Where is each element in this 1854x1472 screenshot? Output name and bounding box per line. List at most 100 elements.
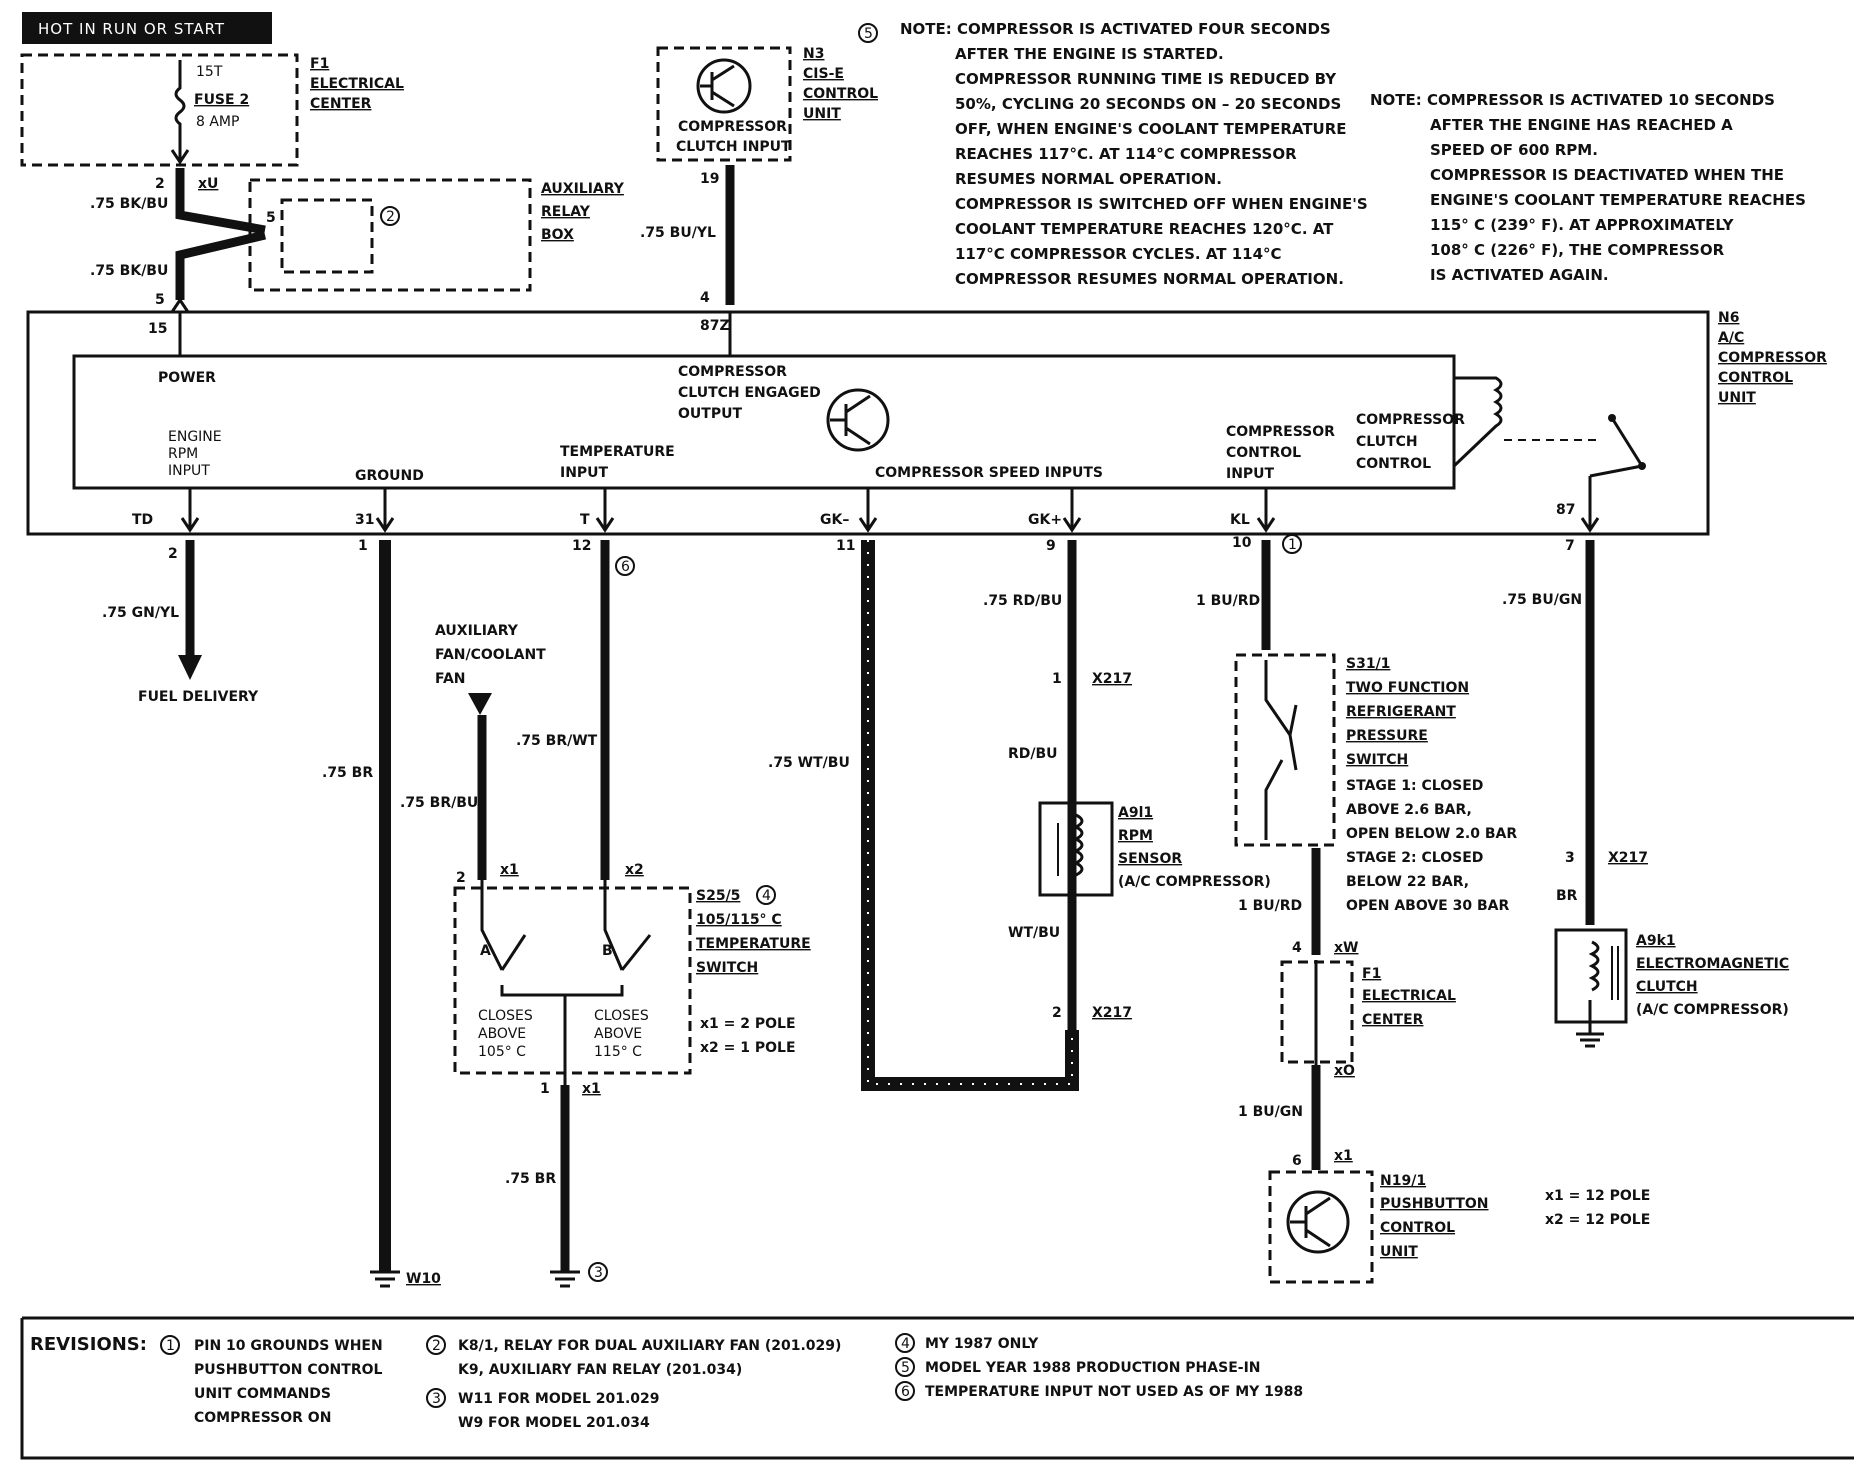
rev-ref-3-icon (426, 1388, 446, 1408)
temp-switch-blades-icon (500, 934, 652, 971)
fuse-box-name-1: ELECTRICAL (310, 76, 404, 92)
note5-line: 50%, CYCLING 20 SECONDS ON – 20 SECONDS (955, 95, 1341, 113)
rpm-input-3: INPUT (168, 463, 210, 479)
pin-5: 5 (155, 292, 165, 308)
temperature-switch: 2 x1 x2 A B CLOSES ABOVE 105° C CLOSES A… (453, 862, 811, 1097)
temp-switch-out-pin: 1 (540, 1081, 550, 1097)
pressure-switch-name-3: PRESSURE (1346, 728, 1428, 744)
clutch-coil-icon (1588, 940, 1600, 992)
pressure-switch-name-1: TWO FUNCTION (1346, 680, 1469, 696)
term-gk-minus: GK– (820, 512, 849, 528)
temp-input-2: INPUT (560, 465, 609, 481)
wire-label-br-wt: .75 BR/WT (516, 733, 598, 749)
rev-1-line: UNIT COMMANDS (194, 1386, 331, 1402)
wire-label-rd-bu-2: RD/BU (1008, 746, 1058, 762)
rev-3-line: W9 FOR MODEL 201.034 (458, 1415, 650, 1431)
contact-b: B (602, 943, 613, 959)
temp-switch-pin: 2 (456, 870, 466, 886)
relay-switch-icon (1610, 417, 1644, 467)
cis-label-2: CLUTCH INPUT (676, 139, 791, 155)
rpm-sensor: A9l1 RPM SENSOR (A/C COMPRESSOR) (1038, 801, 1271, 897)
cis-id: N3 (803, 46, 824, 62)
revisions-title: REVISIONS: (30, 1334, 147, 1355)
rev-5-ref: 5 (901, 1360, 910, 1376)
pressure-switch-id: S31/1 (1346, 656, 1390, 672)
ref-5-icon (858, 23, 878, 43)
fuse-box-name-2: CENTER (310, 96, 372, 112)
ctrl-input-3: INPUT (1226, 466, 1275, 482)
temp-input-1: TEMPERATURE (560, 444, 675, 460)
wire-bk-bu-1 (175, 168, 266, 235)
note-right-line: COMPRESSOR IS DEACTIVATED WHEN THE (1430, 166, 1784, 184)
ref-1-icon (1282, 534, 1302, 554)
cis-label-1: COMPRESSOR (678, 119, 787, 135)
pushbutton-con: x1 (1334, 1148, 1353, 1164)
wire-label-br-bu: .75 BR/BU (400, 795, 478, 811)
note5-line: COMPRESSOR IS SWITCHED OFF WHEN ENGINE'S (955, 195, 1368, 213)
cis-name-2: CONTROL (803, 86, 878, 102)
fuse-rating: 8 AMP (196, 114, 239, 130)
pressure-stage-6: OPEN ABOVE 30 BAR (1346, 898, 1509, 914)
temp-switch-name-3: SWITCH (696, 960, 758, 976)
term-t: T (580, 512, 590, 528)
rev-3-ref: 3 (432, 1391, 441, 1407)
term-kl: KL (1230, 512, 1250, 528)
rev-3-line: W11 FOR MODEL 201.029 (458, 1391, 660, 1407)
ref-1: 1 (1288, 537, 1297, 553)
pin-10: 10 (1232, 535, 1252, 551)
note5-ref: 5 (864, 26, 873, 42)
speed-inputs-label: COMPRESSOR SPEED INPUTS (875, 465, 1103, 481)
rpm-sensor-name-1: RPM (1118, 828, 1153, 844)
fuel-delivery-label: FUEL DELIVERY (138, 689, 259, 705)
ground-w10: W10 (406, 1271, 441, 1287)
f1-lower-id: F1 (1362, 966, 1381, 982)
pressure-switch: S31/1 TWO FUNCTION REFRIGERANT PRESSURE … (1234, 653, 1517, 914)
f1-lower-name-2: CENTER (1362, 1012, 1424, 1028)
wire-label-bu-rd-2: 1 BU/RD (1238, 898, 1302, 914)
term-gk-plus: GK+ (1028, 512, 1062, 528)
note-5: 5 NOTE: COMPRESSOR IS ACTIVATED FOUR SEC… (858, 20, 1368, 288)
fuse-name: FUSE 2 (194, 92, 249, 108)
rev-ref-6-icon (895, 1381, 915, 1401)
ref-6: 6 (621, 559, 630, 575)
fuse-pin: 2 (155, 176, 165, 192)
aux-relay-ref: 2 (386, 209, 395, 225)
temp-switch-out-con: x1 (582, 1081, 601, 1097)
cis-e-control-unit: COMPRESSOR CLUTCH INPUT N3 CIS-E CONTROL… (656, 46, 878, 162)
ref-4-icon (756, 885, 776, 905)
rev-6-ref: 6 (901, 1384, 910, 1400)
term-td: TD (132, 512, 153, 528)
f1-lower-con-top: xW (1334, 940, 1358, 956)
note5-line: AFTER THE ENGINE IS STARTED. (955, 45, 1224, 63)
note-right-line: IS ACTIVATED AGAIN. (1430, 266, 1609, 284)
x217-label-1: X217 (1092, 671, 1132, 687)
rev-ref-2-icon (426, 1335, 446, 1355)
clutch-name-1: ELECTROMAGNETIC (1636, 956, 1789, 972)
rev-ref-5-icon (895, 1357, 915, 1377)
transistor-symbol-icon (830, 394, 871, 446)
ctrl-input-2: CONTROL (1226, 445, 1301, 461)
relay-out-line (1588, 464, 1643, 512)
clutch-id: A9k1 (1636, 933, 1676, 949)
rev-1-ref: 1 (166, 1338, 175, 1354)
clutch-name-3: (A/C COMPRESSOR) (1636, 1002, 1789, 1018)
arrow-icon (1256, 488, 1276, 533)
fuse-icon (174, 60, 186, 160)
aux-fan-3: FAN (435, 671, 466, 687)
wire-label-br-3: BR (1556, 888, 1578, 904)
b-line-2: ABOVE (594, 1026, 642, 1042)
ground-icon (370, 1270, 400, 1288)
pin-12: 12 (572, 538, 591, 554)
fuse-terminal: 15T (196, 64, 223, 80)
pin-2: 2 (168, 546, 178, 562)
wire-label-bu-gn-2: 1 BU/GN (1238, 1104, 1303, 1120)
arrow-icon (180, 488, 200, 533)
wire-wt-bu (861, 540, 1079, 1091)
rev-6-line: TEMPERATURE INPUT NOT USED AS OF MY 1988 (925, 1384, 1303, 1400)
pushbutton-name-2: CONTROL (1380, 1220, 1455, 1236)
rev-ref-1-icon (160, 1335, 180, 1355)
x217-pin-3: 3 (1565, 850, 1575, 866)
pressure-stage-4: STAGE 2: CLOSED (1346, 850, 1483, 866)
pin-4: 4 (700, 290, 710, 306)
header-badge-bg (22, 12, 272, 44)
